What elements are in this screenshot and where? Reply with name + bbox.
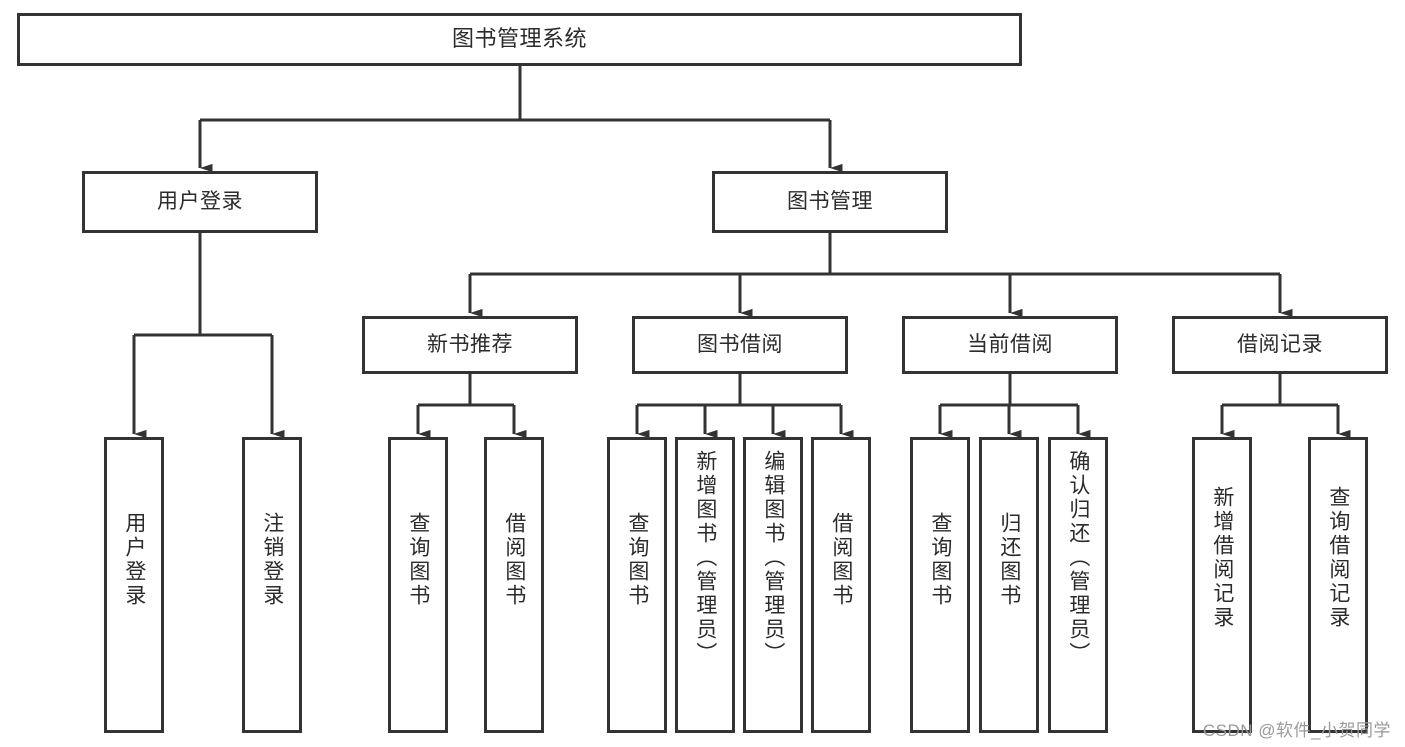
leaf-label: 注销登录: [260, 512, 284, 608]
node-book-borrow-label: 图书借阅: [697, 333, 783, 357]
leaf-label: 借阅图书: [829, 512, 853, 608]
leaf-current-borrow-confirm[interactable]: 确认归还（管理员）: [1048, 437, 1108, 733]
node-borrow-record[interactable]: 借阅记录: [1172, 316, 1388, 374]
leaf-label: 新增借阅记录: [1210, 486, 1234, 630]
node-book-management[interactable]: 图书管理: [712, 171, 948, 233]
leaf-new-book-borrow[interactable]: 借阅图书: [484, 437, 544, 733]
leaf-current-borrow-return[interactable]: 归还图书: [979, 437, 1039, 733]
leaf-book-borrow-add[interactable]: 新增图书（管理员）: [675, 437, 735, 733]
node-borrow-record-label: 借阅记录: [1237, 333, 1323, 357]
leaf-label: 借阅图书: [502, 512, 526, 608]
node-root[interactable]: 图书管理系统: [17, 13, 1022, 66]
leaf-new-book-query[interactable]: 查询图书: [388, 437, 448, 733]
leaf-label: 编辑图书（管理员）: [761, 450, 785, 666]
node-root-label: 图书管理系统: [451, 26, 587, 52]
node-new-book-recommend-label: 新书推荐: [427, 333, 513, 357]
watermark-text: CSDN @软件_小贺同学: [1202, 721, 1391, 740]
leaf-label: 归还图书: [997, 512, 1021, 608]
node-user-login-label: 用户登录: [157, 190, 243, 214]
leaf-label: 查询图书: [625, 512, 649, 608]
leaf-user-login-login[interactable]: 用户登录: [104, 437, 164, 733]
leaf-book-borrow-query[interactable]: 查询图书: [607, 437, 667, 733]
leaf-current-borrow-query[interactable]: 查询图书: [910, 437, 970, 733]
node-current-borrow-label: 当前借阅: [967, 333, 1053, 357]
leaf-label: 确认归还（管理员）: [1066, 450, 1090, 666]
leaf-borrow-record-add[interactable]: 新增借阅记录: [1192, 437, 1252, 733]
leaf-book-borrow-edit[interactable]: 编辑图书（管理员）: [743, 437, 803, 733]
leaf-label: 用户登录: [122, 512, 146, 608]
leaf-label: 查询借阅记录: [1326, 486, 1350, 630]
leaf-user-login-logout[interactable]: 注销登录: [242, 437, 302, 733]
node-current-borrow[interactable]: 当前借阅: [902, 316, 1118, 374]
leaf-label: 查询图书: [406, 512, 430, 608]
leaf-book-borrow-borrow[interactable]: 借阅图书: [811, 437, 871, 733]
node-new-book-recommend[interactable]: 新书推荐: [362, 316, 578, 374]
node-book-borrow[interactable]: 图书借阅: [632, 316, 848, 374]
leaf-label: 新增图书（管理员）: [693, 450, 717, 666]
node-book-management-label: 图书管理: [787, 190, 873, 214]
node-user-login[interactable]: 用户登录: [82, 171, 318, 233]
leaf-borrow-record-query[interactable]: 查询借阅记录: [1308, 437, 1368, 733]
leaf-label: 查询图书: [928, 512, 952, 608]
